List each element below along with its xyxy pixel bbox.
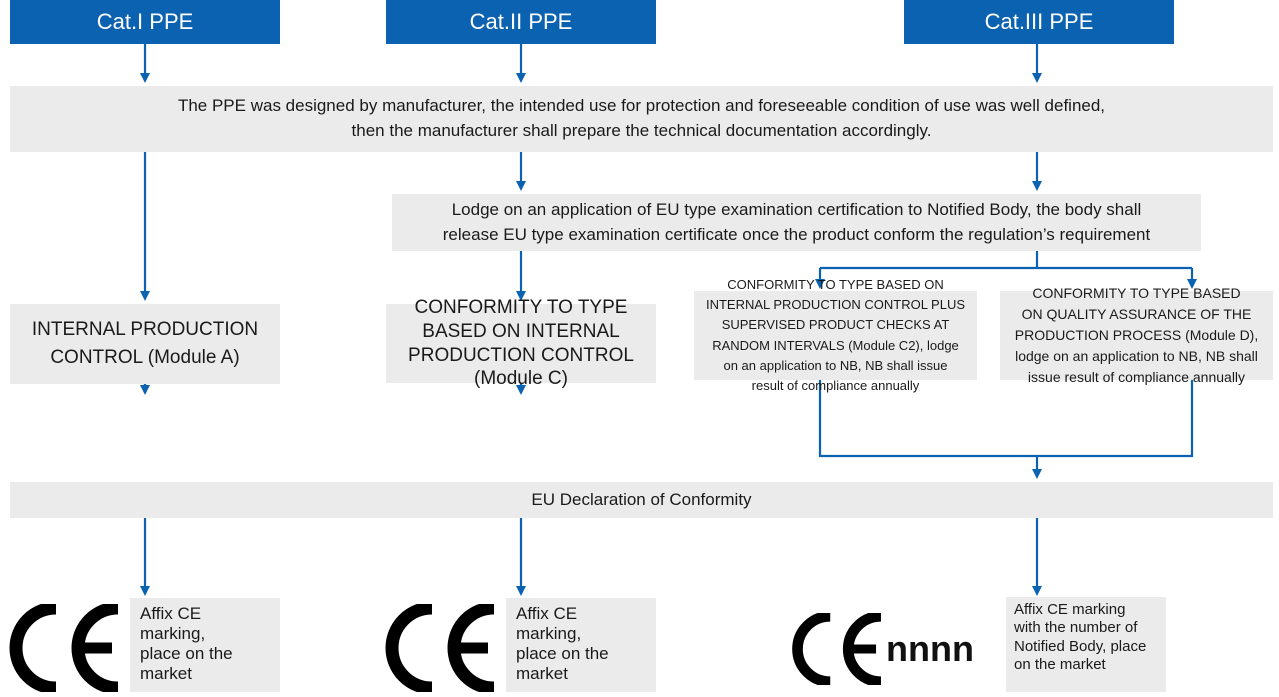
ce-mark-icon [9, 604, 119, 692]
merge-connector [818, 380, 1194, 458]
notified-body-number: nnnn [886, 628, 974, 669]
module-a-text: INTERNAL PRODUCTION CONTROL (Module A) [31, 319, 259, 368]
header-cat-iii: Cat.III PPE [904, 0, 1174, 44]
design-box: The PPE was designed by manufacturer, th… [10, 86, 1273, 152]
ce-mark-icon [385, 604, 495, 692]
module-c-box: CONFORMITY TO TYPE BASED ON INTERNAL PRO… [386, 297, 656, 389]
declaration-box: EU Declaration of Conformity [10, 482, 1273, 518]
lodge-text: Lodge on an application of EU type exami… [442, 199, 1151, 244]
header-cat-ii: Cat.II PPE [386, 0, 656, 44]
affix-text-3: Affix CE marking with the number of Noti… [1014, 601, 1147, 673]
affix-box-3: Affix CE marking with the number of Noti… [1006, 597, 1166, 692]
declaration-text: EU Declaration of Conformity [531, 489, 752, 509]
lodge-box: Lodge on an application of EU type exami… [392, 194, 1201, 251]
module-a-box: INTERNAL PRODUCTION CONTROL (Module A) [10, 304, 280, 384]
affix-box-1: Affix CE marking, place on the market [130, 598, 280, 692]
design-text: The PPE was designed by manufacturer, th… [177, 96, 1106, 140]
module-c2-text: CONFORMITY TO TYPE BASED ON INTERNAL PRO… [705, 277, 966, 393]
header-cat-i: Cat.I PPE [10, 0, 280, 44]
affix-text-2: Affix CE marking, place on the market [516, 604, 609, 684]
module-c2-box: CONFORMITY TO TYPE BASED ON INTERNAL PRO… [694, 277, 977, 393]
affix-text-1: Affix CE marking, place on the market [140, 604, 233, 684]
ce-mark-icon [792, 613, 882, 685]
module-d-box: CONFORMITY TO TYPE BASED ON QUALITY ASSU… [1000, 285, 1273, 385]
module-d-text: CONFORMITY TO TYPE BASED ON QUALITY ASSU… [1014, 285, 1259, 385]
module-c-text: CONFORMITY TO TYPE BASED ON INTERNAL PRO… [408, 297, 634, 390]
affix-box-2: Affix CE marking, place on the market [506, 598, 656, 692]
